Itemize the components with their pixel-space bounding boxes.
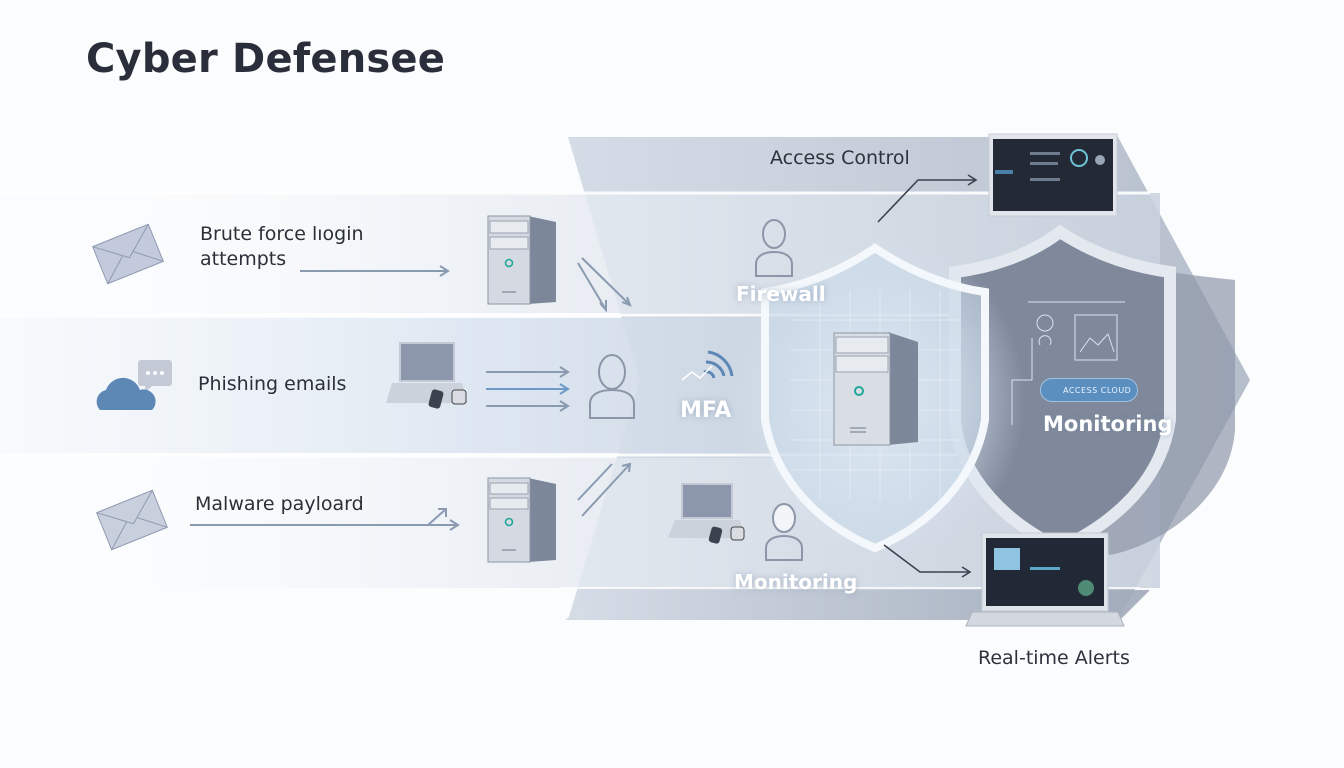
laptop-devices-icon (668, 483, 745, 544)
server-tower-icon (833, 332, 918, 446)
envelope-icon (96, 489, 168, 551)
server-row1-icon (487, 215, 556, 305)
realtime-alerts-label: Real-time Alerts (978, 647, 1130, 669)
cloud-chat-icon (96, 360, 172, 410)
access-control-label: Access Control (770, 147, 910, 169)
laptop-devices-icon (386, 342, 468, 409)
user-icon (589, 354, 635, 419)
access-cloud-button[interactable]: ACCESS CLOUD (1040, 378, 1138, 402)
alerts-laptop (965, 532, 1125, 627)
user-icon (765, 503, 803, 561)
threat-label-malware: Malware payloard (195, 493, 364, 515)
threat-label-line: attempts (200, 248, 287, 270)
firewall-label: Firewall (736, 282, 826, 306)
dashboard-monitor (988, 133, 1118, 217)
envelope-icon (92, 223, 164, 285)
threat-label-brute-force: Brute force lıogin attempts (200, 222, 364, 272)
wifi-signal-icon (703, 350, 734, 379)
monitoring-label-shield: Monitoring (1043, 412, 1173, 436)
monitoring-label-center: Monitoring (734, 570, 858, 594)
mfa-label: MFA (680, 398, 732, 423)
threat-label-line: Brute force lıogin (200, 223, 364, 245)
threat-label-phishing: Phishing emails (198, 373, 347, 395)
user-icon (755, 219, 793, 277)
page-title: Cyber Defensee (86, 36, 446, 82)
connector-arrows (877, 174, 978, 578)
chart-trend-icon (681, 365, 713, 381)
server-row3-icon (487, 477, 556, 563)
circuit-diagram-icon (1011, 301, 1125, 425)
flow-arrows (190, 257, 632, 531)
